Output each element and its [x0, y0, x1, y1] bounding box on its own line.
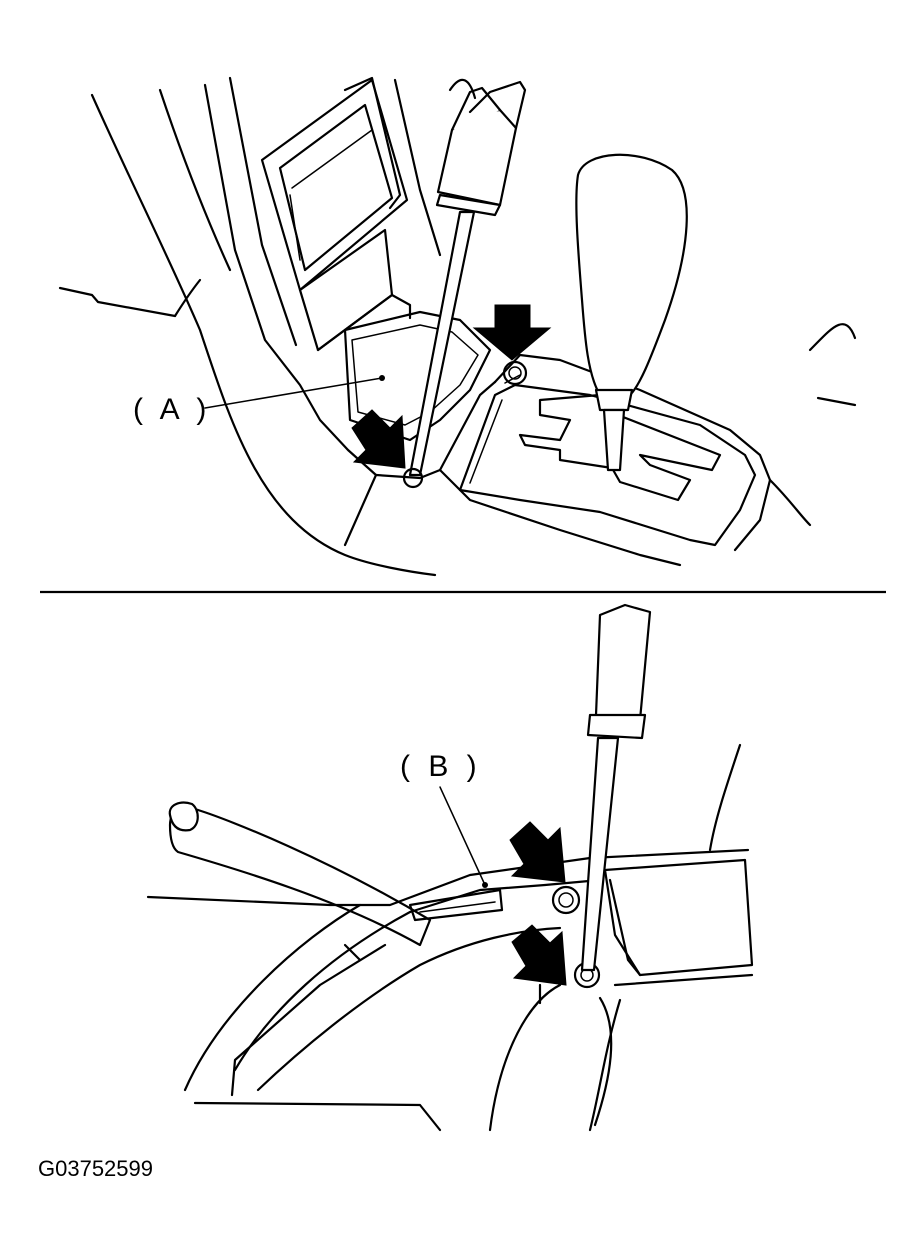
callout-label-b: ( B ) — [400, 750, 482, 783]
down-arrow-icon — [472, 304, 552, 361]
callout-label-a: ( A ) — [133, 393, 212, 426]
trim-panel-b — [408, 888, 504, 922]
screwdriver-a — [402, 78, 527, 489]
parking-brake-lever — [168, 801, 432, 962]
down-right-arrow-icon — [351, 409, 406, 469]
shift-knob — [575, 153, 688, 472]
down-right-arrow-icon-b1 — [509, 821, 566, 883]
air-vent-outline — [260, 78, 409, 292]
down-right-arrow-icon-b2 — [511, 924, 567, 986]
screwdriver-b — [580, 603, 652, 972]
figure-id-label: G03752599 — [38, 1156, 153, 1181]
panel-b-drawing — [146, 603, 754, 1132]
panel-a-drawing — [58, 76, 857, 577]
